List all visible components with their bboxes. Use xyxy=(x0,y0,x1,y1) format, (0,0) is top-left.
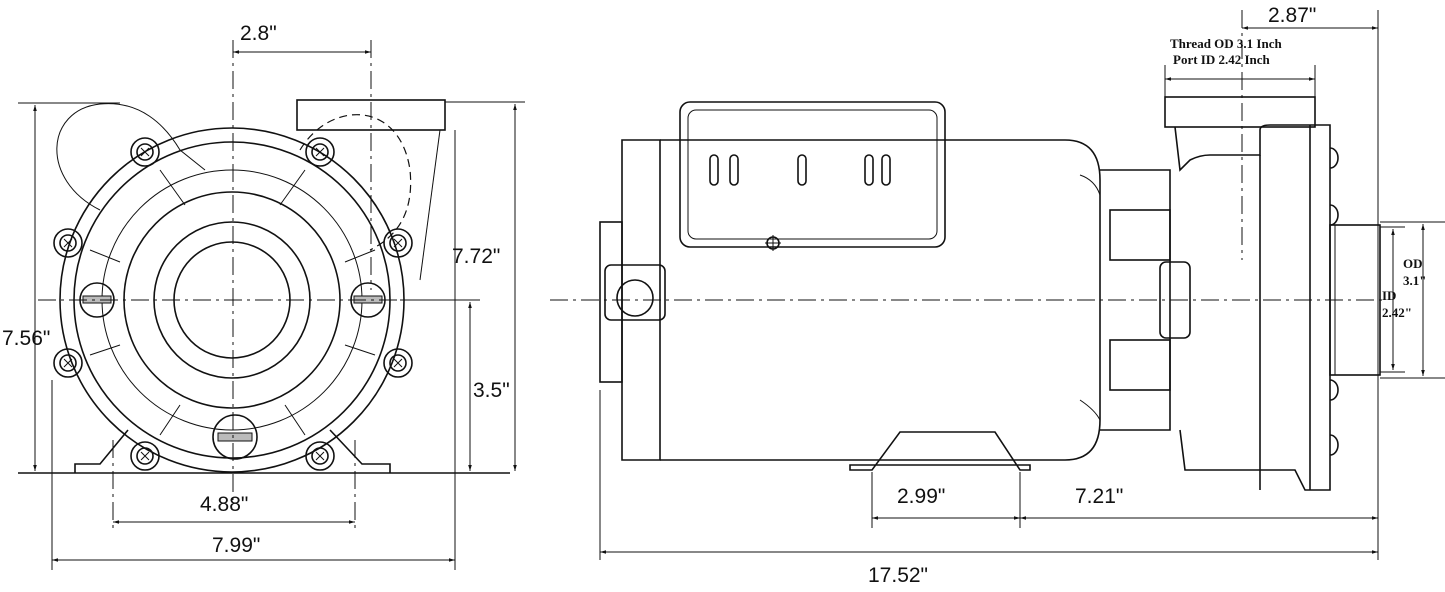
junction-box xyxy=(599,221,623,383)
dim-foot-bolt-spacing: 4.88" xyxy=(200,493,248,516)
dim-overall-width: 7.99" xyxy=(212,534,260,557)
outlet-id-value: 2.42" xyxy=(1382,305,1412,320)
outlet-od-label: OD xyxy=(1403,256,1423,271)
capacitor-box xyxy=(679,101,946,248)
bolt-group xyxy=(53,137,413,471)
dim-shaft-height: 3.5" xyxy=(473,379,510,402)
volute-outline xyxy=(56,103,206,211)
side-dimension-lines xyxy=(599,10,1445,560)
bolt-icon xyxy=(383,348,413,378)
dim-top-offset: 2.8" xyxy=(240,22,277,45)
dimension-lines xyxy=(18,50,525,570)
pump-feet xyxy=(74,429,391,473)
outlet-id-label: ID xyxy=(1382,288,1396,303)
flange-bolts xyxy=(1329,147,1339,456)
dim-height-right: 7.72" xyxy=(452,245,500,268)
front-view: 2.8" 7.56" 7.72" 3.5" 4.88" 7.99" xyxy=(2,22,525,570)
side-view: 2.87" Thread OD 3.1 Inch Port ID 2.42 In… xyxy=(550,4,1445,587)
bolt-icon xyxy=(53,348,83,378)
bolt-icon xyxy=(305,441,335,471)
dim-port-to-face: 2.87" xyxy=(1268,4,1316,27)
bolt-icon xyxy=(130,137,160,167)
bolt-icon xyxy=(305,137,335,167)
discharge-port xyxy=(296,99,446,131)
vent-slots xyxy=(709,154,891,186)
dim-foot-to-face: 7.21" xyxy=(1075,485,1123,508)
outlet-od-value: 3.1" xyxy=(1403,273,1426,288)
port-note-line1: Thread OD 3.1 Inch xyxy=(1170,36,1282,51)
dim-height-left: 7.56" xyxy=(2,327,50,350)
port-note-line2: Port ID 2.42 Inch xyxy=(1173,52,1271,67)
dim-foot-width: 2.99" xyxy=(897,485,945,508)
motor-foot xyxy=(849,431,1031,471)
bolt-icon xyxy=(383,228,413,258)
conduit-knockout xyxy=(616,279,654,317)
discharge-port-side xyxy=(1164,96,1316,128)
bolt-icon xyxy=(53,228,83,258)
hidden-volute xyxy=(299,114,412,251)
screw-icon xyxy=(765,235,781,251)
dim-overall-length: 17.52" xyxy=(868,564,928,587)
bolt-icon xyxy=(130,441,160,471)
drain-plug-icon xyxy=(212,414,258,460)
motor-body xyxy=(660,139,1101,461)
